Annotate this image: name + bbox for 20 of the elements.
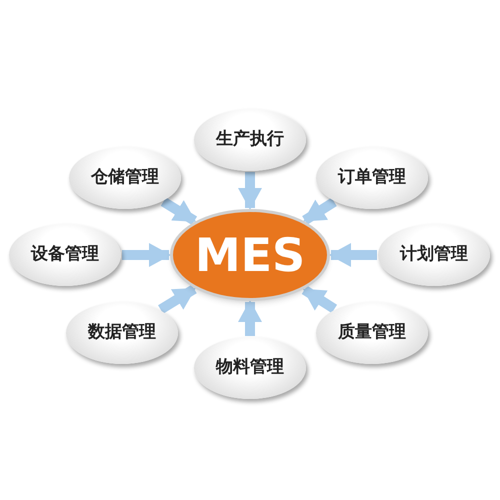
module-ellipse: [66, 302, 178, 364]
module-label: 计划管理: [400, 243, 468, 266]
arrow: [122, 243, 171, 267]
arrow: [302, 286, 338, 314]
module-label: 设备管理: [31, 243, 99, 266]
module-ellipse: [316, 302, 428, 364]
arrow: [238, 172, 262, 210]
module-label: 仓储管理: [91, 166, 159, 190]
arrow: [160, 197, 198, 226]
module-label: 生产执行: [216, 128, 284, 152]
arrow: [238, 300, 262, 336]
arrow: [158, 284, 197, 314]
module-label: 数据管理: [88, 321, 156, 344]
arrow: [302, 198, 337, 225]
arrow: [329, 243, 377, 267]
title-label: MES: [194, 232, 306, 278]
module-ellipse: [316, 147, 428, 209]
module-label: 物料管理: [216, 356, 284, 380]
module-label: 质量管理: [338, 321, 406, 344]
module-label: 订单管理: [338, 166, 406, 190]
